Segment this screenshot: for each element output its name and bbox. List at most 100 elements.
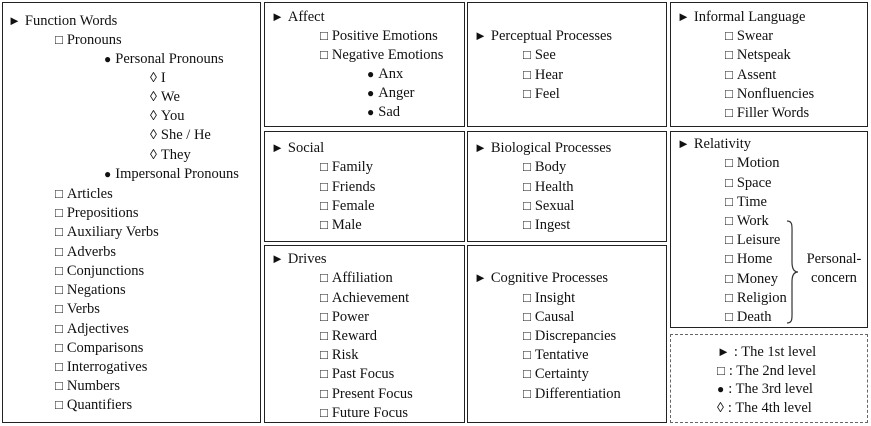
see-item: □See	[523, 47, 556, 63]
pronouns-item: □Pronouns	[55, 32, 122, 48]
level2-marker-icon: □	[320, 347, 328, 362]
ingest-item: □Ingest	[523, 217, 571, 233]
level2-marker-icon: □	[523, 347, 531, 362]
level2-marker-icon: □	[320, 28, 328, 43]
level2-marker-icon: □	[523, 47, 531, 62]
level2-marker-icon: □	[55, 378, 63, 393]
tentative-item: □Tentative	[523, 347, 589, 363]
level2-marker-icon: □	[725, 290, 733, 305]
level2-marker-icon: □	[523, 328, 531, 343]
level2-marker-icon: □	[523, 366, 531, 381]
risk-item: □Risk	[320, 347, 359, 363]
feel-item: □Feel	[523, 86, 560, 102]
future-focus-item: □Future Focus	[320, 405, 408, 421]
positive-emotions-item: □Positive Emotions	[320, 28, 438, 44]
level2-marker-icon: □	[55, 32, 63, 47]
death-item: □Death	[725, 309, 772, 325]
level2-marker-icon: □	[523, 309, 531, 324]
level2-marker-icon: □	[55, 263, 63, 278]
level2-marker-icon: □	[725, 28, 733, 43]
pronoun-i: ◊I	[150, 70, 166, 86]
level2-marker-icon: □	[55, 282, 63, 297]
level2-marker-icon: □	[725, 309, 733, 324]
level2-marker-icon: □	[725, 86, 733, 101]
level2-marker-icon: □	[320, 159, 328, 174]
legend-level2: □: The 2nd level	[717, 363, 816, 379]
past-focus-item: □Past Focus	[320, 366, 395, 382]
level2-marker-icon: □	[523, 386, 531, 401]
anger-item: ●Anger	[367, 85, 415, 101]
level2-marker-icon: □	[725, 232, 733, 247]
level3-marker-icon: ●	[367, 105, 375, 119]
articles-item: □Articles	[55, 186, 113, 202]
space-item: □Space	[725, 175, 772, 191]
level2-marker-icon: □	[320, 405, 328, 420]
level2-marker-icon: □	[523, 179, 531, 194]
swear-item: □Swear	[725, 28, 774, 44]
level2-marker-icon: □	[55, 301, 63, 316]
biological-processes-box: ►Biological Processes □Body □Health □Sex…	[467, 131, 667, 242]
money-item: □Money	[725, 271, 778, 287]
achievement-item: □Achievement	[320, 290, 410, 306]
level2-marker-icon: □	[55, 205, 63, 220]
body-item: □Body	[523, 159, 567, 175]
level1-marker-icon: ►	[271, 140, 284, 155]
level2-marker-icon: □	[725, 251, 733, 266]
insight-item: □Insight	[523, 290, 576, 306]
level4-marker-icon: ◊	[150, 128, 157, 143]
function-words-box: ►Function Words □Pronouns ●Personal Pron…	[2, 2, 261, 423]
level2-marker-icon: □	[55, 224, 63, 239]
level2-marker-icon: □	[717, 363, 725, 378]
nonfluencies-item: □Nonfluencies	[725, 86, 815, 102]
level1-marker-icon: ►	[474, 270, 487, 285]
level3-marker-icon: ●	[367, 86, 375, 100]
level2-marker-icon: □	[320, 366, 328, 381]
level2-marker-icon: □	[320, 328, 328, 343]
legend-level4: ◊: The 4th level	[717, 400, 812, 416]
leisure-item: □Leisure	[725, 232, 781, 248]
drives-box: ►Drives □Affiliation □Achievement □Power…	[264, 245, 465, 423]
biological-processes-title: ►Biological Processes	[474, 140, 612, 156]
anx-item: ●Anx	[367, 66, 404, 82]
religion-item: □Religion	[725, 290, 787, 306]
level2-marker-icon: □	[55, 397, 63, 412]
level2-marker-icon: □	[725, 155, 733, 170]
level2-marker-icon: □	[523, 67, 531, 82]
family-item: □Family	[320, 159, 373, 175]
level4-marker-icon: ◊	[717, 401, 724, 416]
level2-marker-icon: □	[725, 213, 733, 228]
informal-language-title: ►Informal Language	[677, 9, 806, 25]
level2-marker-icon: □	[55, 244, 63, 259]
level1-marker-icon: ►	[271, 9, 284, 24]
discrepancies-item: □Discrepancies	[523, 328, 617, 344]
function-words-title: ►Function Words	[8, 13, 118, 29]
present-focus-item: □Present Focus	[320, 386, 413, 402]
informal-language-box: ►Informal Language □Swear □Netspeak □Ass…	[670, 2, 868, 127]
level4-marker-icon: ◊	[150, 71, 157, 86]
level2-marker-icon: □	[725, 67, 733, 82]
pronoun-they: ◊They	[150, 147, 191, 163]
level3-marker-icon: ●	[104, 52, 112, 66]
adjectives-item: □Adjectives	[55, 321, 129, 337]
level2-marker-icon: □	[55, 186, 63, 201]
causal-item: □Causal	[523, 309, 575, 325]
level2-marker-icon: □	[725, 47, 733, 62]
level1-marker-icon: ►	[271, 251, 284, 266]
power-item: □Power	[320, 309, 369, 325]
level1-marker-icon: ►	[474, 140, 487, 155]
level4-marker-icon: ◊	[150, 109, 157, 124]
negations-item: □Negations	[55, 282, 126, 298]
drives-title: ►Drives	[271, 251, 327, 267]
pronoun-you: ◊You	[150, 108, 185, 124]
reward-item: □Reward	[320, 328, 377, 344]
differentiation-item: □Differentiation	[523, 386, 621, 402]
pronoun-she-he: ◊She / He	[150, 127, 211, 143]
level2-marker-icon: □	[55, 321, 63, 336]
level2-marker-icon: □	[725, 194, 733, 209]
interrogatives-item: □Interrogatives	[55, 359, 148, 375]
level2-marker-icon: □	[320, 290, 328, 305]
comparisons-item: □Comparisons	[55, 340, 144, 356]
level1-marker-icon: ►	[677, 9, 690, 24]
adverbs-item: □Adverbs	[55, 244, 116, 260]
level2-marker-icon: □	[725, 105, 733, 120]
